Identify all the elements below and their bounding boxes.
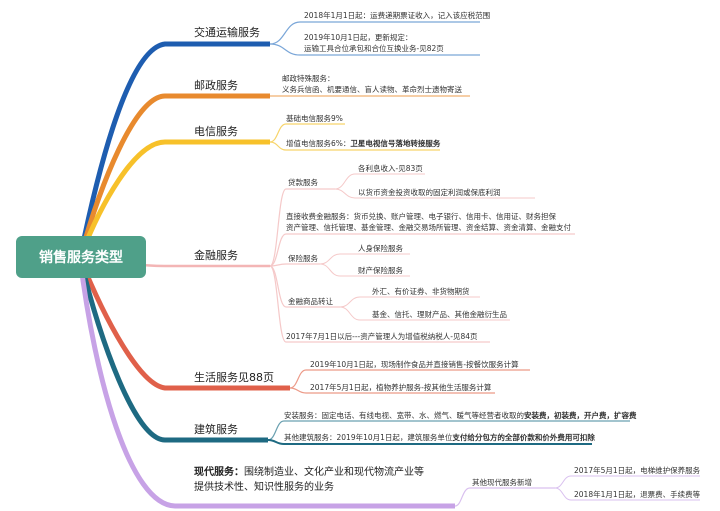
branch-transport — [77, 41, 270, 259]
finance-direct-a: 直接收费金融服务：货币兑换、账户管理、电子银行、信用卡、信用证、财务担保 — [286, 212, 556, 221]
life-note-2017: 2017年5月1日起，植物养护服务-按其他生活服务计算 — [310, 383, 492, 392]
modern-node[interactable]: 现代服务：围绕制造业、文化产业和现代物流产业等 提供技术性、知识性服务的业务 — [194, 467, 424, 493]
construction-node[interactable]: 建筑服务 — [194, 423, 238, 436]
telecom-basic: 基础电信服务9% — [286, 114, 343, 123]
finance-property-insurance: 财产保险服务 — [358, 266, 403, 275]
finance-direct-b: 资产管理、信托管理、基金管理、金融交易场所管理、资金结算、资金清算、金融支付 — [286, 223, 571, 232]
transport-note-2018: 2018年1月1日起：运费递期票证收入，记入该应税范围 — [304, 11, 491, 20]
finance-life-insurance: 人身保险服务 — [358, 244, 403, 253]
telecom-value-added: 增值电信服务6%：卫星电视信号落地转接服务 — [286, 139, 441, 148]
life-note-2019: 2019年10月1日起，现场制作食品并直接销售-按餐饮服务计算 — [310, 360, 519, 369]
root-node[interactable]: 销售服务类型 — [16, 236, 146, 278]
branch-life — [77, 257, 290, 391]
finance-loan-interest: 各利息收入-见83页 — [358, 164, 423, 173]
branch-postal — [77, 93, 270, 259]
postal-note-b: 义务兵信函、机要通信、盲人读物、革命烈士遗物寄送 — [282, 85, 462, 94]
finance-note-2017: 2017年7月1日以后---资产管理人为增值税纳税人-见84页 — [286, 332, 478, 341]
modern-note-2018: 2018年1月1日起，退票费、手续费等 — [574, 490, 701, 499]
branch-construction — [77, 257, 268, 443]
construction-install: 安装服务：固定电话、有线电视、宽带、水、燃气、暖气等经营者收取的安装费，初装费，… — [284, 411, 637, 420]
transport-node[interactable]: 交通运输服务 — [194, 26, 260, 39]
construction-other: 其他建筑服务：2019年10月1日起，建筑服务单位支付给分包方的全部价款和价外费… — [284, 433, 595, 442]
postal-node[interactable]: 邮政服务 — [194, 79, 238, 92]
branch-modern — [77, 257, 455, 509]
life-node[interactable]: 生活服务见88页 — [194, 371, 274, 384]
postal-note-a: 邮政特殊服务： — [282, 74, 335, 83]
finance-loan: 贷款服务 — [288, 178, 318, 187]
finance-transfer-funds: 基金、信托、理财产品、其他金融衍生品 — [372, 310, 507, 319]
finance-transfer-fx: 外汇、有价证券、非货物期货 — [372, 287, 470, 296]
finance-insurance: 保险服务 — [288, 254, 318, 263]
transport-note-2019-a: 2019年10月1日起，更新规定： — [304, 33, 413, 42]
transport-note-2019-b: 运输工具合位承包和合位互换业务-见82页 — [304, 44, 444, 53]
finance-transfer: 金融商品转让 — [288, 297, 333, 306]
modern-other: 其他现代服务新增 — [472, 478, 532, 487]
finance-node[interactable]: 金融服务 — [194, 249, 238, 262]
modern-note-2017: 2017年5月1日起，电梯维护保养服务 — [574, 466, 701, 475]
finance-loan-fixed-profit: 以货币资金投资收取的固定利润或保底利润 — [358, 188, 501, 197]
root-label: 销售服务类型 — [39, 250, 123, 266]
telecom-node[interactable]: 电信服务 — [194, 125, 238, 138]
